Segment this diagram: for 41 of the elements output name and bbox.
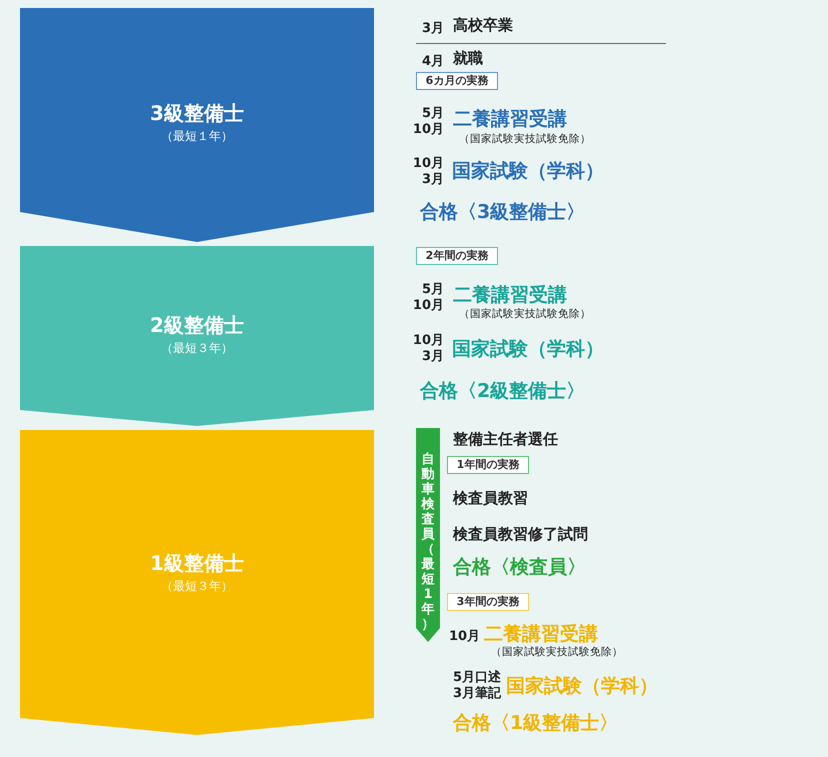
duration-text: （最短３年） [160, 578, 234, 595]
month-label: 10月 3月 [412, 333, 444, 365]
duration-text: （最短１年） [160, 128, 234, 145]
step-heading: 二養講習受講 [484, 622, 598, 646]
experience-tag: 2年間の実務 [416, 247, 498, 265]
step-heading: 国家試験（学科） [506, 674, 658, 699]
step-text: 高校卒業 [453, 16, 513, 35]
arrow-band [416, 428, 440, 642]
month-label: 3月 [422, 20, 444, 37]
step-heading: 国家試験（学科） [452, 159, 604, 184]
duration-text: （最短３年） [160, 340, 234, 357]
note-text: （国家試験実技試験免除） [491, 645, 623, 659]
step-heading: 合格〈1級整備士〉 [453, 711, 618, 736]
step-heading: 国家試験（学科） [452, 337, 604, 362]
month-label: 5月 10月 [412, 106, 444, 138]
experience-tag: 1年間の実務 [447, 456, 529, 474]
step-heading: 二養講習受講 [453, 283, 567, 308]
experience-tag: 6カ月の実務 [416, 72, 498, 90]
grade-title: 1級整備士 [149, 550, 245, 577]
chevron-band [20, 246, 374, 426]
grade-title: 3級整備士 [149, 100, 245, 127]
month-label: 10月 [449, 628, 480, 645]
grade-title: 2級整備士 [149, 312, 245, 339]
step-text: 整備主任者選任 [453, 430, 558, 449]
step-text: 検査員教習修了試問 [453, 525, 588, 544]
month-label: 5月口述 3月筆記 [452, 670, 501, 702]
note-text: （国家試験実技試験免除） [459, 132, 591, 146]
chevron-band [20, 430, 374, 735]
step-text: 検査員教習 [453, 489, 528, 508]
experience-tag: 3年間の実務 [447, 593, 529, 611]
month-label: 10月 3月 [412, 156, 444, 188]
step-heading: 二養講習受講 [453, 107, 567, 132]
step-heading: 合格〈2級整備士〉 [420, 379, 586, 404]
chevron-band [20, 8, 374, 242]
month-label: 4月 [422, 53, 444, 70]
month-label: 5月 10月 [412, 282, 444, 314]
step-text: 就職 [453, 49, 483, 68]
note-text: （国家試験実技試験免除） [459, 307, 591, 321]
step-heading: 合格〈3級整備士〉 [420, 200, 586, 225]
vertical-title: 自動車検査員（最短1年） [420, 452, 436, 632]
step-heading: 合格〈検査員〉 [453, 555, 586, 580]
